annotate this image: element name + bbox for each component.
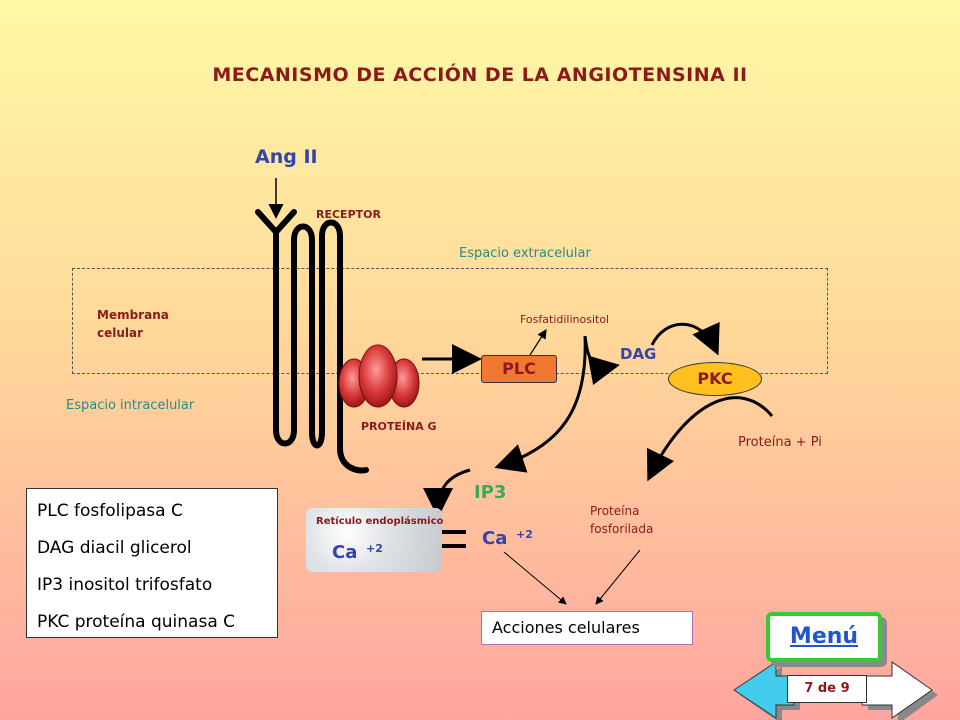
cytosol-ca-label: Ca [482,528,508,549]
proteina-fosforilada-line1: Proteína [590,504,640,518]
proteina-fosforilada-label: Proteína fosforilada [590,502,653,538]
ang-ii-label: Ang II [255,146,318,168]
cytosol-ca-charge: +2 [516,528,533,541]
receptor-serpentine [273,219,369,474]
legend-item-pkc: PKC proteína quinasa C [37,612,236,632]
menu-button[interactable]: Menú [766,612,882,662]
plc-to-fosfatidil-arrow [529,328,547,356]
legend-item-ip3: IP3 inositol trifosfato [37,575,213,595]
abbreviation-legend: PLC fosfolipasa C DAG diacil glicerol IP… [26,488,278,638]
er-ca-charge: +2 [366,542,383,555]
pkc-ellipse: PKC [668,362,762,396]
page-indicator: 7 de 9 [787,675,867,703]
er-ca-label: Ca [332,542,358,563]
g-protein-label: PROTEÍNA G [361,420,437,433]
prev-slide-button[interactable] [734,662,784,718]
ip3-to-er-curve [423,468,471,518]
receptor-label: RECEPTOR [316,208,381,221]
cell-membrane [72,268,828,374]
pkc-to-proteina-curve [647,396,774,482]
ip3-branch-curve [494,335,587,473]
receptor-y [255,209,297,235]
proteina-to-acciones-arrow [595,549,641,605]
endoplasmic-reticulum [306,508,442,572]
fosfatidilinositol-label: Fosfatidilinositol [520,313,610,326]
next-slide-button[interactable] [870,662,932,718]
dag-branch-curve [583,335,620,386]
er-label: Retículo endoplásmico [316,516,444,527]
page-title: MECANISMO DE ACCIÓN DE LA ANGIOTENSINA I… [212,64,748,86]
membrane-label-line1: Membrana [97,308,169,322]
membrane-label-line2: celular [97,326,144,340]
g-protein [338,344,420,408]
ca-to-acciones-arrow [503,551,567,605]
ip3-label: IP3 [474,482,507,503]
membrane-label: Membrana celular [97,306,169,342]
intracellular-label: Espacio intracelular [66,398,195,413]
proteina-fosforilada-line2: fosforilada [590,522,654,536]
extracellular-label: Espacio extracelular [459,246,591,261]
acciones-celulares-box: Acciones celulares [481,611,693,645]
legend-item-plc: PLC fosfolipasa C [37,501,183,521]
dag-to-pkc-curve [650,321,720,356]
plc-box: PLC [481,355,557,383]
legend-item-dag: DAG diacil glicerol [37,538,192,558]
proteina-pi-label: Proteína + Pi [738,435,822,450]
dag-label: DAG [620,345,657,363]
